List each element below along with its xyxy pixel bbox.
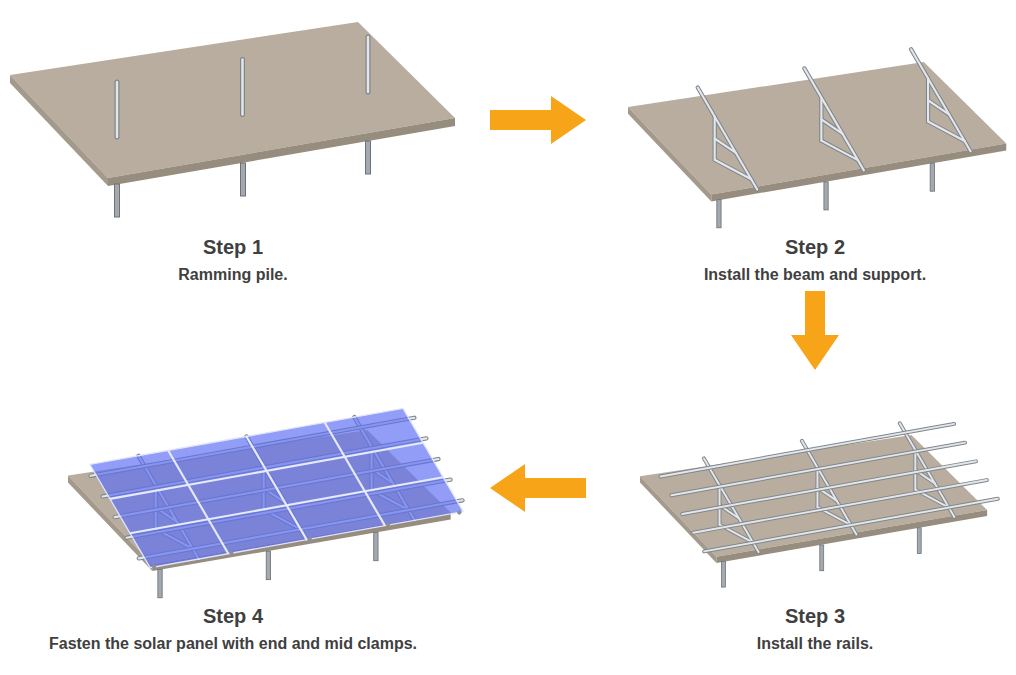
beam-support — [698, 49, 971, 189]
ground-slab — [10, 22, 455, 217]
pile — [368, 37, 369, 92]
step-caption: Install the rails. — [757, 633, 873, 655]
solar-panel — [90, 408, 463, 568]
step-panel: Step 3 Install the rails. — [620, 375, 1010, 655]
step3-scene — [640, 423, 998, 587]
step2-scene — [628, 49, 1006, 228]
step-title: Step 4 — [203, 603, 263, 629]
step-panel: Step 2 Install the beam and support. — [620, 10, 1010, 286]
step-panel: Step 1 Ramming pile. — [10, 10, 456, 286]
step-title: Step 3 — [785, 603, 845, 629]
pile — [117, 82, 118, 137]
step-title: Step 2 — [785, 234, 845, 260]
step-arrow — [490, 464, 586, 512]
step4-scene — [68, 408, 463, 597]
pile — [242, 60, 243, 115]
rail-set — [660, 424, 997, 552]
step-arrow — [791, 291, 839, 370]
step-title: Step 1 — [203, 234, 263, 260]
step-caption: Install the beam and support. — [704, 264, 926, 286]
step-arrow — [490, 96, 586, 144]
step1-scene — [10, 22, 455, 217]
step-panel: Step 4 Fasten the solar panel with end an… — [10, 375, 456, 655]
step-caption: Ramming pile. — [178, 264, 287, 286]
step-caption: Fasten the solar panel with end and mid … — [49, 633, 417, 655]
